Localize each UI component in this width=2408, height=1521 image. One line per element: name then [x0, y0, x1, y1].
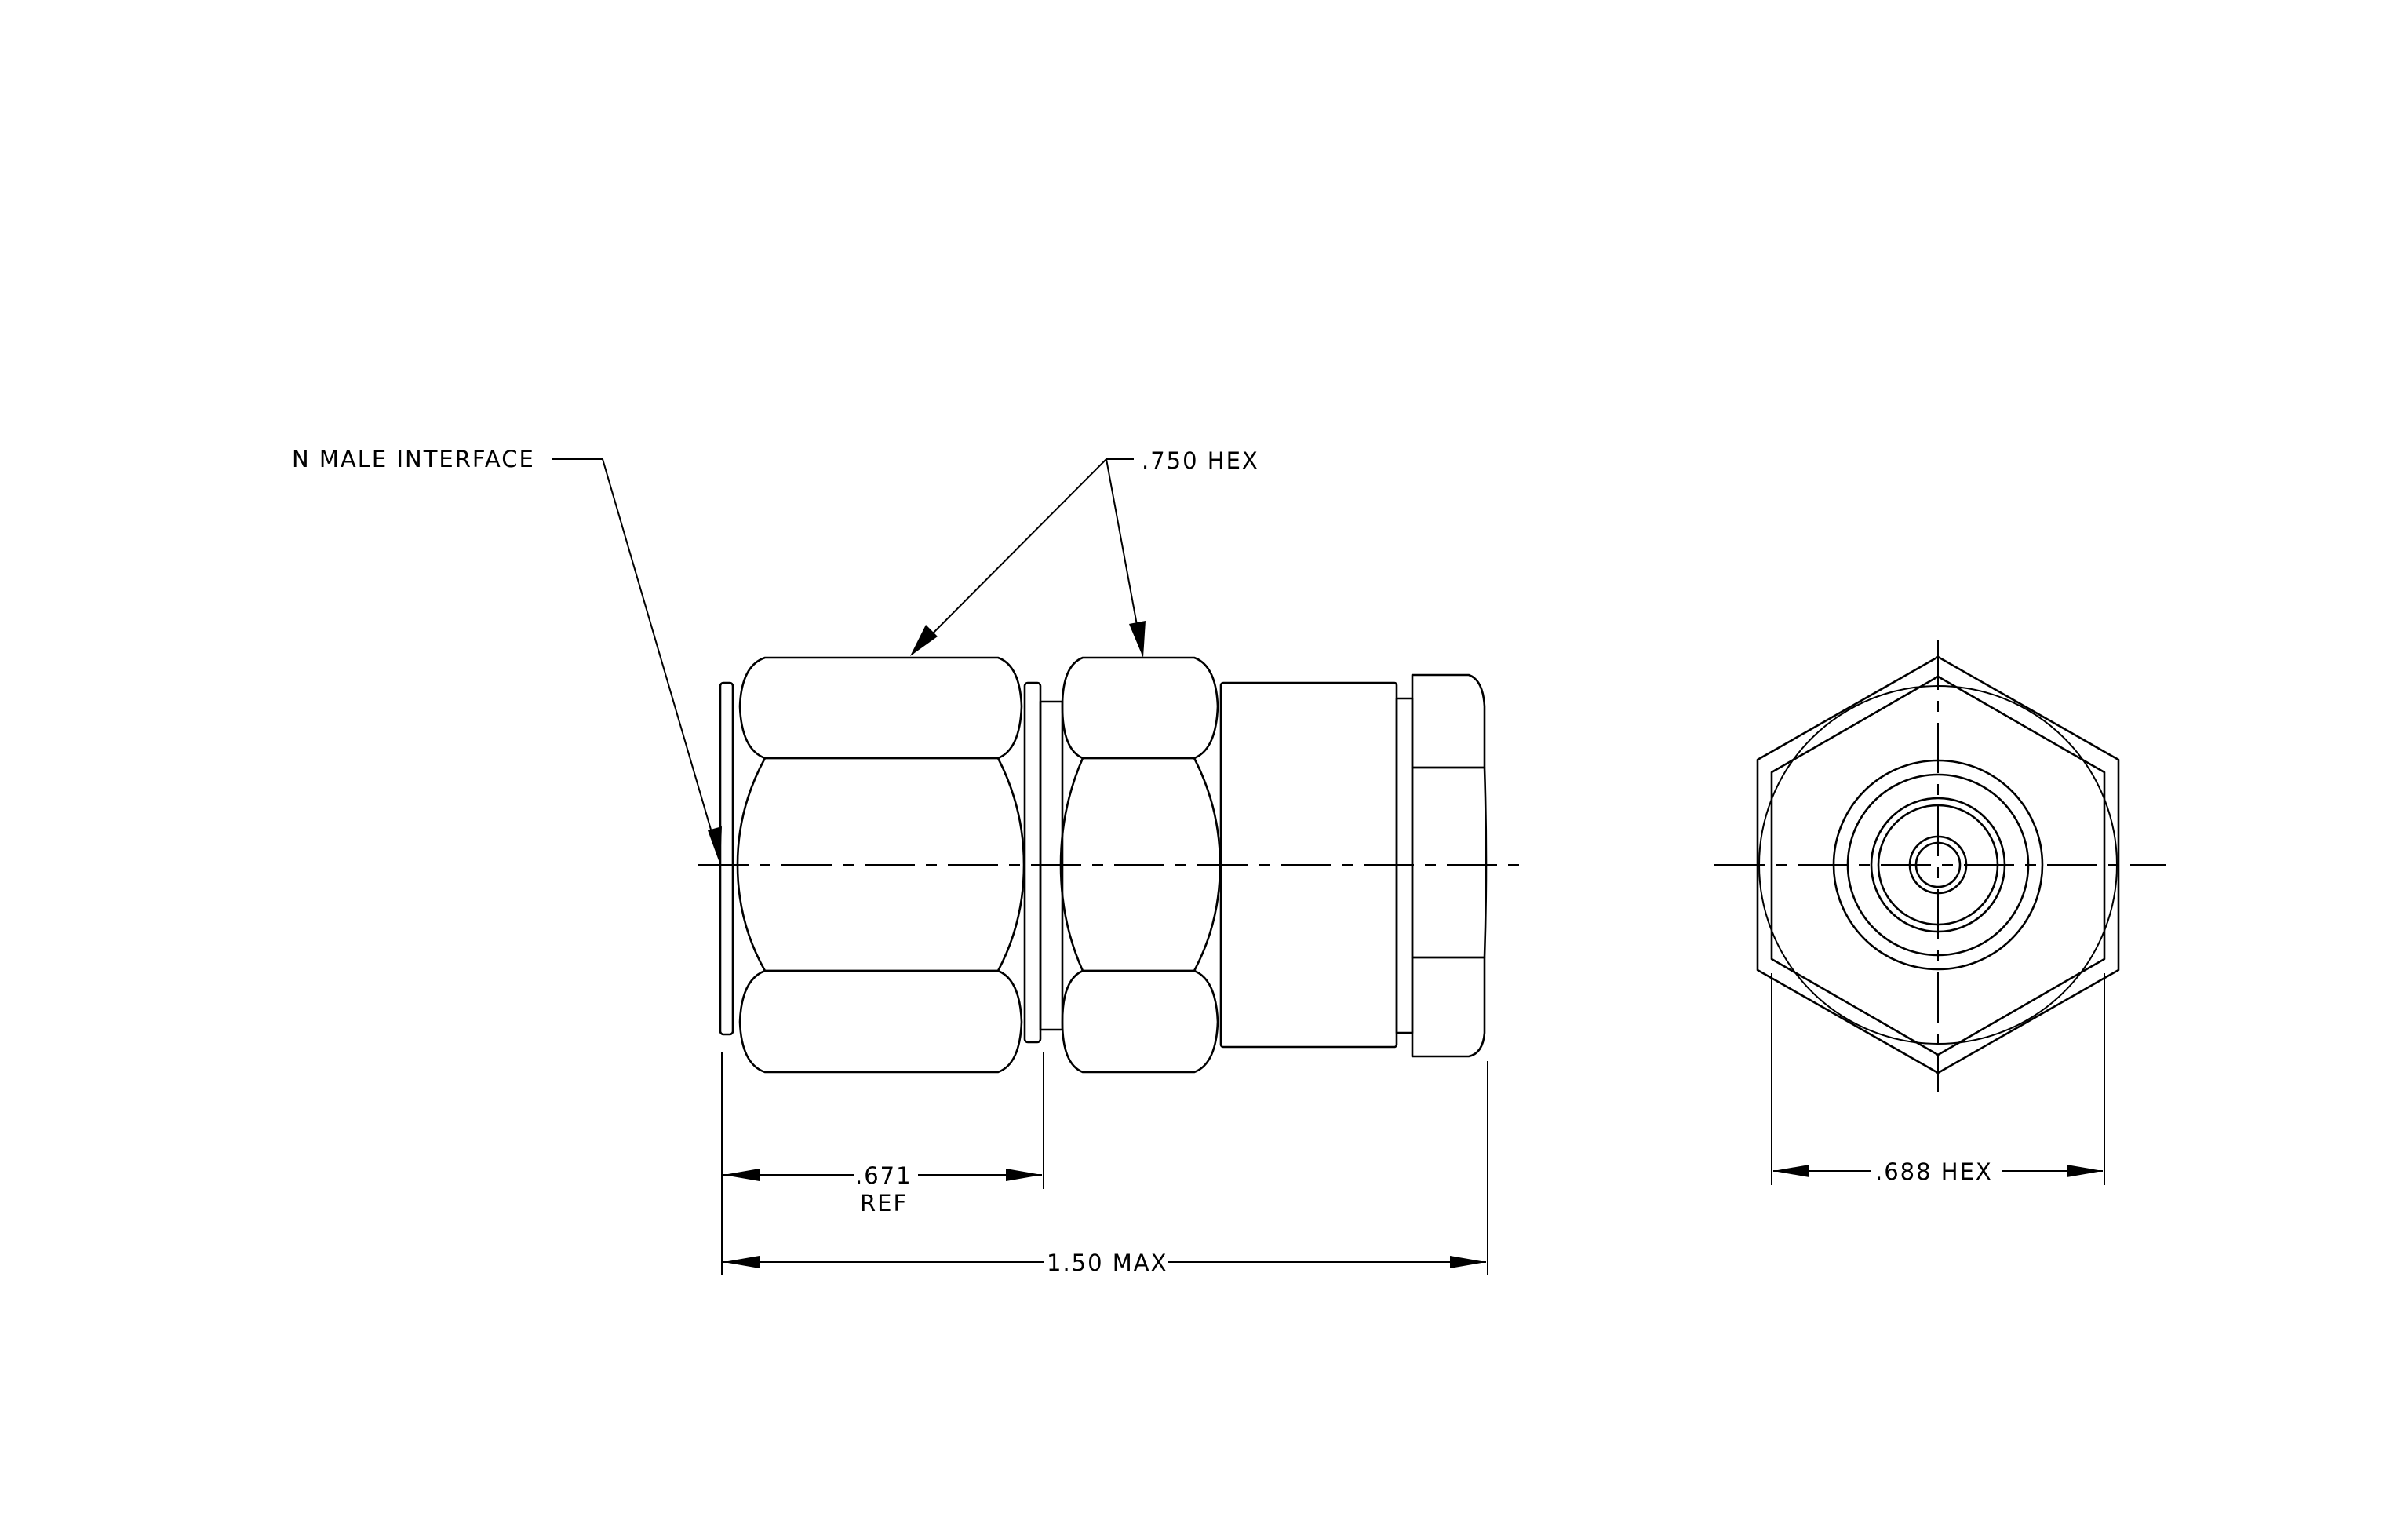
interface-flange [719, 681, 734, 1036]
dim-overall-value: 1.50 MAX [1047, 1249, 1168, 1276]
dim-671-note: REF [860, 1190, 908, 1216]
interface-label: N MALE INTERFACE [292, 446, 535, 472]
hex-750-callout: .750 HEX [910, 447, 1259, 658]
end-view [1714, 640, 2166, 1092]
coupling-hex-nut [736, 656, 1025, 1074]
hex-750-label: .750 HEX [1142, 447, 1259, 474]
retaining-ring [1023, 681, 1042, 1044]
dim-688-value: .688 HEX [1875, 1158, 1993, 1185]
rear-hex [1411, 673, 1488, 1058]
inner-hex [1770, 675, 2106, 1056]
side-view [698, 656, 1522, 1074]
dim-688: .688 HEX [1771, 973, 2105, 1185]
dim-overall: 1.50 MAX [723, 1061, 1488, 1276]
dim-671: .671 REF [721, 1052, 1044, 1275]
dim-671-value: .671 [855, 1162, 913, 1189]
body-hex [1059, 656, 1222, 1074]
interface-callout: N MALE INTERFACE [292, 446, 722, 865]
